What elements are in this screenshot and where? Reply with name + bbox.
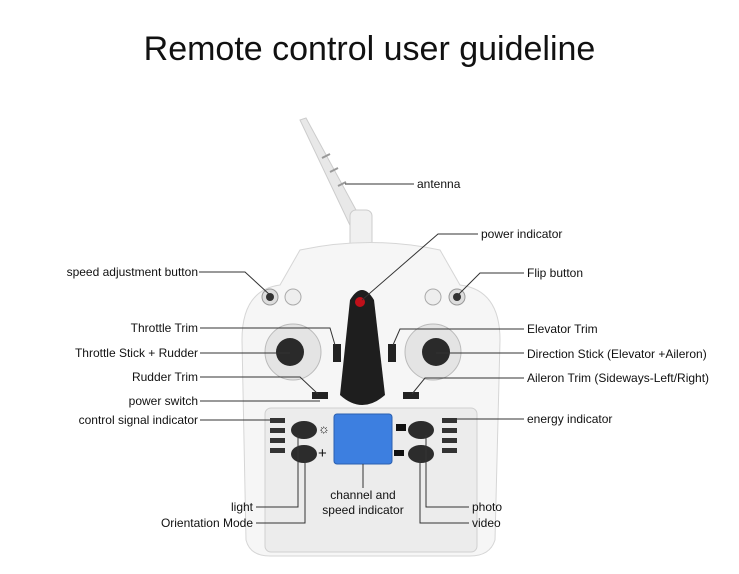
antenna-icon <box>299 117 373 251</box>
label-power-indicator: power indicator <box>481 227 563 241</box>
label-direction-stick: Direction Stick (Elevator +Aileron) <box>527 347 707 361</box>
label-photo: photo <box>472 500 503 514</box>
label-speed-adjustment: speed adjustment button <box>66 265 198 279</box>
page-title: Remote control user guideline <box>143 30 596 68</box>
video-icon <box>394 450 404 456</box>
label-elevator-trim: Elevator Trim <box>527 322 598 336</box>
label-flip: Flip button <box>527 266 584 280</box>
label-energy: energy indicator <box>527 412 613 426</box>
label-control-signal: control signal indicator <box>78 413 198 427</box>
orientation-icon: + <box>318 445 327 462</box>
label-rudder-trim: Rudder Trim <box>131 370 198 384</box>
label-channel-2: speed indicator <box>322 503 404 517</box>
label-orientation: Orientation Mode <box>160 516 253 530</box>
label-antenna: antenna <box>417 177 461 191</box>
label-channel-1: channel and <box>330 488 396 502</box>
lcd-screen <box>333 413 393 465</box>
camera-icon <box>396 424 406 431</box>
label-video: video <box>472 516 501 530</box>
label-aileron-trim: Aileron Trim (Sideways-Left/Right) <box>527 371 710 385</box>
label-power-switch: power switch <box>128 394 198 408</box>
light-icon: ☼ <box>318 421 330 436</box>
label-throttle-stick: Throttle Stick + Rudder <box>74 346 198 360</box>
label-throttle-trim: Throttle Trim <box>130 321 198 335</box>
label-light: light <box>230 500 253 514</box>
controller-body <box>241 242 501 557</box>
